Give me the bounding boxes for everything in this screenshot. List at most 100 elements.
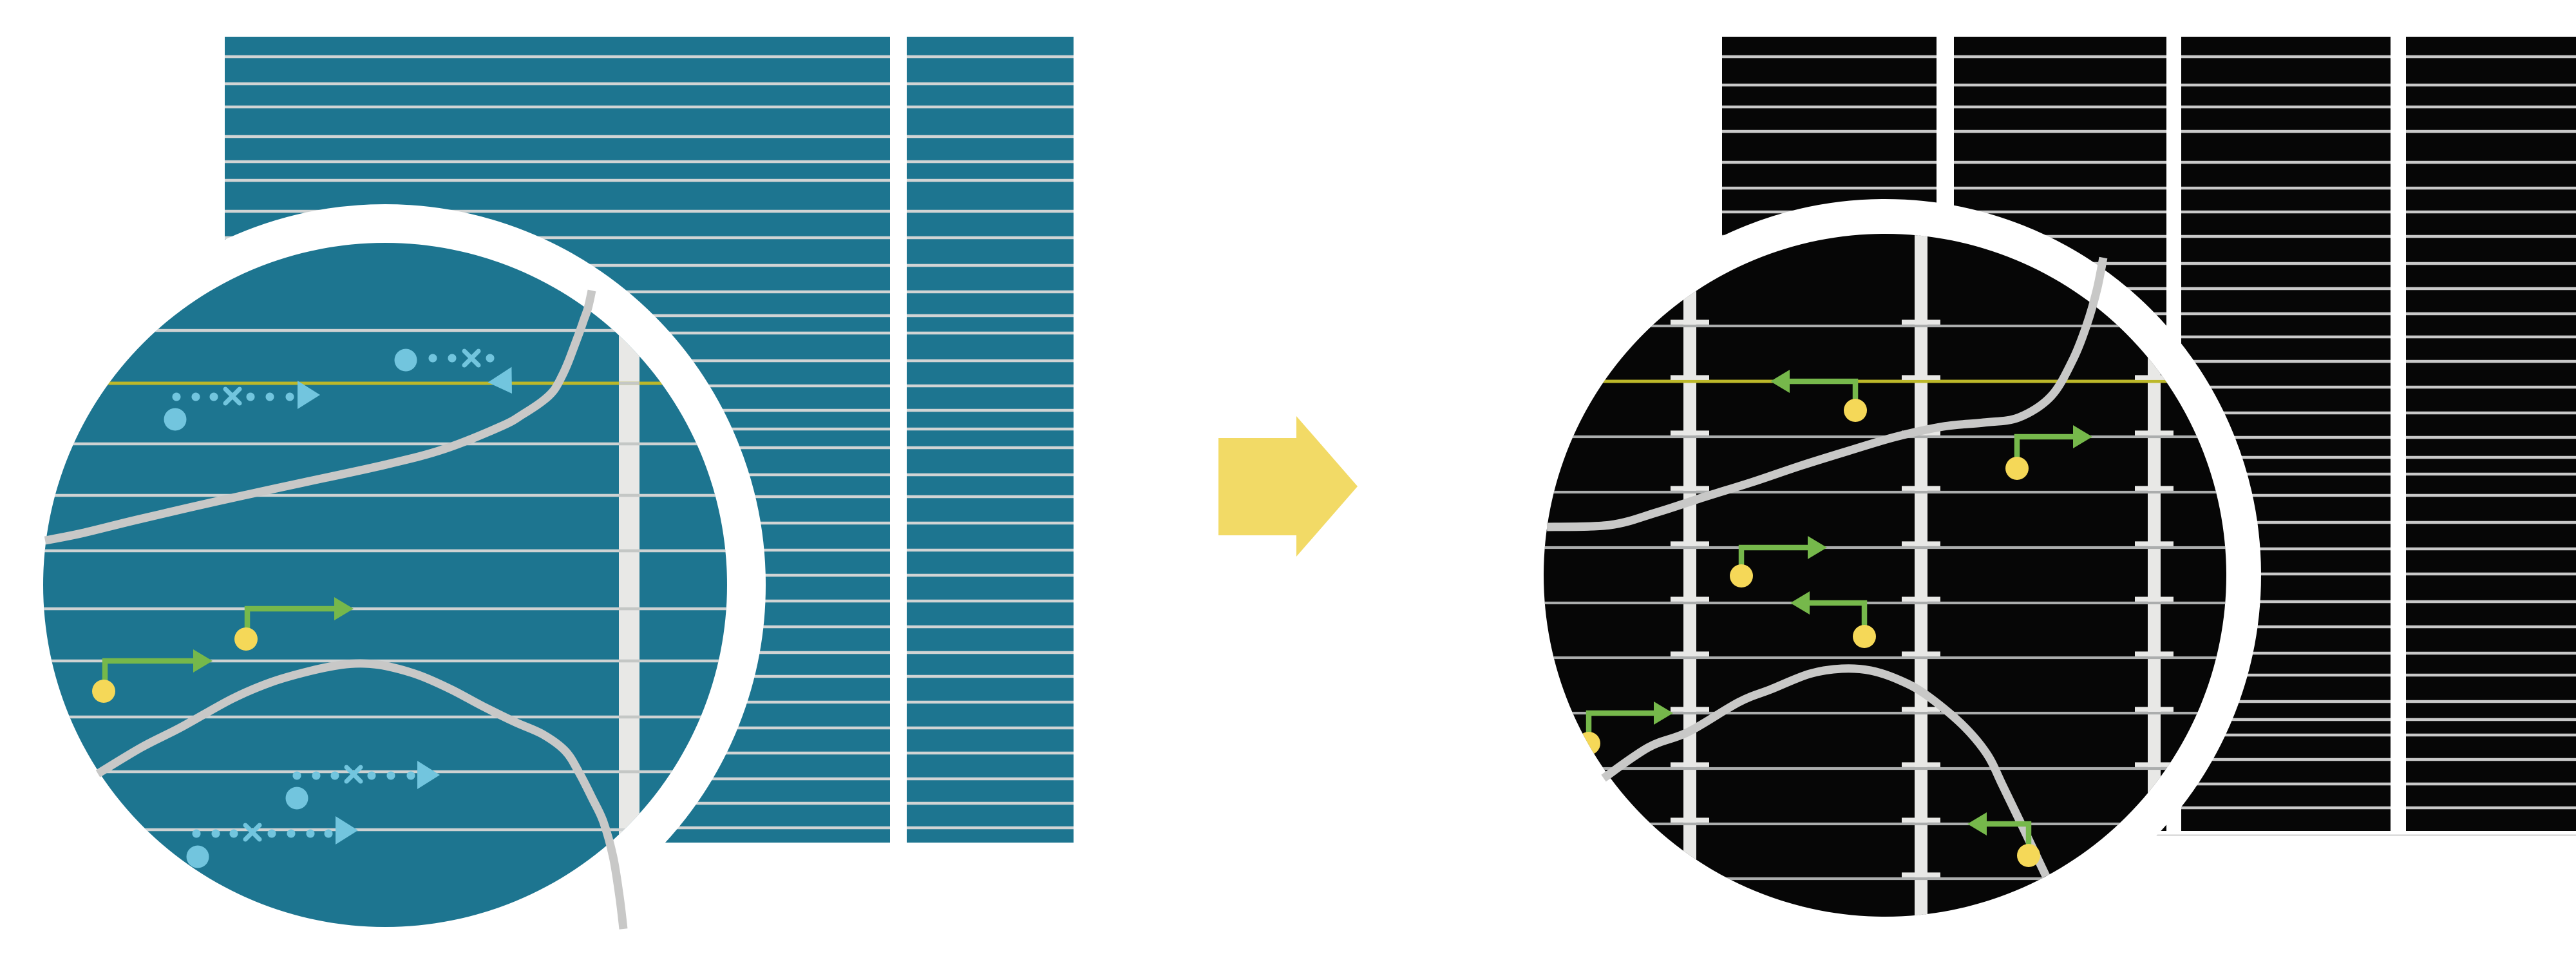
- right-field-row-line: [1722, 234, 2576, 238]
- right-lens-ring: [1509, 199, 2261, 951]
- right-field-row-line: [1722, 287, 2576, 291]
- guidance-arrowhead: [193, 649, 213, 673]
- left-lens-recorded-pass: [164, 381, 320, 431]
- right-lens-row-end-tab: [1902, 320, 1940, 325]
- left-lens-row-line: [43, 493, 727, 497]
- right-lens-row-end-tab: [2135, 707, 2174, 712]
- pass-arrowhead: [488, 367, 512, 394]
- pass-dot: [285, 392, 294, 401]
- guidance-arrowhead: [1790, 591, 1810, 615]
- left-lens-row-line: [43, 770, 727, 774]
- right-field-row-line: [1722, 129, 2576, 133]
- pass-dot: [486, 354, 495, 363]
- guidance-arrowhead: [1654, 702, 1673, 725]
- right-lens-row-end-tab: [1902, 651, 1940, 656]
- pass-dot: [211, 829, 220, 838]
- right-lens-guidance-arrow: [1770, 370, 1867, 422]
- pass-dot: [386, 771, 395, 780]
- guidance-start-dot: [92, 680, 115, 703]
- pass-dot: [312, 771, 321, 780]
- right-lens-row-end-tab: [2135, 430, 2174, 435]
- left-lens-band-row-cross: [619, 607, 639, 611]
- left-field-row-line: [225, 82, 1074, 86]
- right-lens-scene: [1544, 234, 2226, 917]
- right-lens-row-end-tab: [1671, 430, 1709, 435]
- right-lens-contour-curve: [1546, 256, 2108, 531]
- left-lens-band-row-cross: [619, 381, 639, 385]
- left-field-row-line: [225, 263, 1074, 267]
- right-lens-contour-curve: [1601, 664, 2050, 878]
- right-lens-row-line: [1544, 656, 2226, 660]
- right-lens-row-line: [1544, 546, 2226, 549]
- left-lens-band-row-cross: [619, 659, 639, 663]
- right-lens-row-end-tab: [1902, 707, 1940, 712]
- left-lens-band-row-cross: [619, 493, 639, 497]
- right-lens-row-end-tab: [2135, 597, 2174, 602]
- left-lens-row-line: [43, 828, 727, 832]
- transform-arrow-shape: [1218, 416, 1358, 557]
- pass-x-mark: [243, 823, 262, 842]
- left-field-row-line: [225, 178, 1074, 182]
- right-lens-row-end-tab: [1902, 597, 1940, 602]
- pass-start-dot: [186, 845, 209, 868]
- left-lens-contour-curve: [44, 289, 596, 545]
- left-field-row-line: [225, 290, 1074, 294]
- left-field-row-line: [225, 105, 1074, 109]
- guidance-start-dot: [2005, 457, 2029, 480]
- pass-dot: [267, 829, 276, 838]
- right-lens-disc: [1544, 234, 2226, 917]
- right-lens-row-line: [1544, 324, 2226, 328]
- pass-dot: [191, 392, 200, 401]
- right-lens-guidance-arrow: [1967, 812, 2040, 867]
- right-field-gap: [2391, 35, 2406, 832]
- pass-dot: [287, 829, 296, 838]
- left-lens-band-row-cross: [619, 442, 639, 446]
- pass-arrowhead: [298, 381, 320, 409]
- pass-x-mark: [223, 387, 242, 406]
- left-lens-row-line: [43, 659, 727, 663]
- pass-dot: [428, 354, 437, 363]
- left-lens-ring: [5, 204, 766, 966]
- guidance-start-dot: [1844, 399, 1867, 422]
- right-field-row-line: [1722, 105, 2576, 109]
- pass-x-mark: [462, 349, 481, 368]
- left-lens-ab-line: [43, 381, 727, 385]
- left-lens: [5, 204, 766, 966]
- right-lens-row-end-tab: [2135, 375, 2174, 380]
- right-lens-row-line: [1544, 711, 2226, 715]
- pass-dot: [330, 771, 339, 780]
- pass-dot: [406, 771, 415, 780]
- right-lens-row-end-tab: [2135, 541, 2174, 546]
- left-lens-row-line: [43, 715, 727, 719]
- guidance-start-dot: [1853, 625, 1876, 648]
- right-lens-row-end-tab: [2135, 762, 2174, 767]
- pass-dot: [229, 829, 238, 838]
- left-lens-recorded-pass: [285, 761, 440, 810]
- pass-dot: [192, 829, 201, 838]
- left-lens-row-line: [43, 442, 727, 446]
- pass-dot: [448, 354, 457, 363]
- right-lens-guidance-arrow: [2005, 425, 2092, 480]
- right-lens-row-end-tab: [1902, 541, 1940, 546]
- right-lens-row-end-tab: [2135, 486, 2174, 491]
- left-field-row-line: [225, 160, 1074, 164]
- left-lens-band-row-cross: [619, 715, 639, 719]
- right-lens-row-end-tab: [1671, 541, 1709, 546]
- left-lens-contours: [44, 289, 628, 930]
- right-lens-row-end-tab: [1671, 375, 1709, 380]
- right-lens-row-end-tab: [1671, 486, 1709, 491]
- right-field-row-line: [1722, 210, 2576, 214]
- pass-start-dot: [285, 787, 308, 810]
- left-lens-band-row-cross: [619, 549, 639, 553]
- right-field-row-line: [1722, 55, 2576, 59]
- right-lens-waterway-band: [2148, 234, 2161, 917]
- guidance-start-dot: [1730, 564, 1753, 587]
- left-lens-guidance-arrow: [92, 649, 213, 703]
- pass-dot: [367, 771, 376, 780]
- right-lens-guidance-arrow: [1730, 536, 1827, 587]
- right-lens-row-end-tab: [1902, 872, 1940, 877]
- left-field-gap: [890, 35, 907, 844]
- right-lens-row-end-tab: [2135, 651, 2174, 656]
